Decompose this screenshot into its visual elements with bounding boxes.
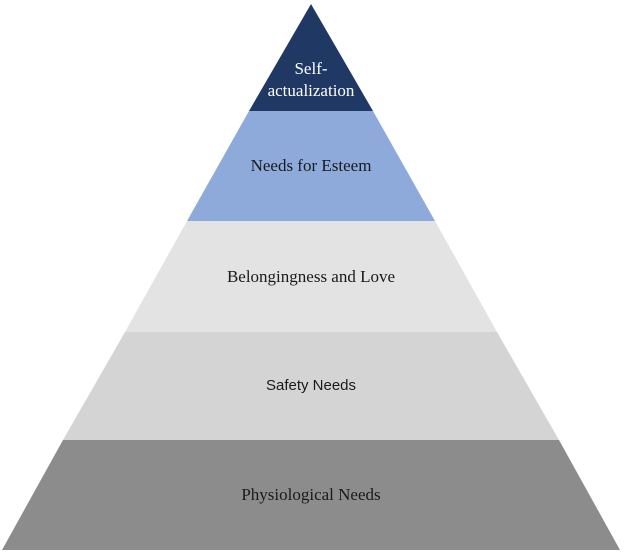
pyramid-level-self-actualization (249, 4, 373, 111)
label-self-actualization-line-1: Self- (294, 59, 327, 78)
label-self-actualization-line-2: actualization (268, 81, 355, 100)
pyramid-level-physiological (2, 440, 620, 550)
label-safety: Safety Needs (266, 377, 356, 394)
label-esteem: Needs for Esteem (251, 156, 372, 175)
pyramid-level-safety (63, 332, 559, 440)
label-physiological: Physiological Needs (241, 485, 380, 504)
pyramid-level-esteem (187, 111, 435, 221)
label-belongingness: Belongingness and Love (227, 267, 395, 286)
pyramid-level-belongingness (125, 221, 497, 332)
